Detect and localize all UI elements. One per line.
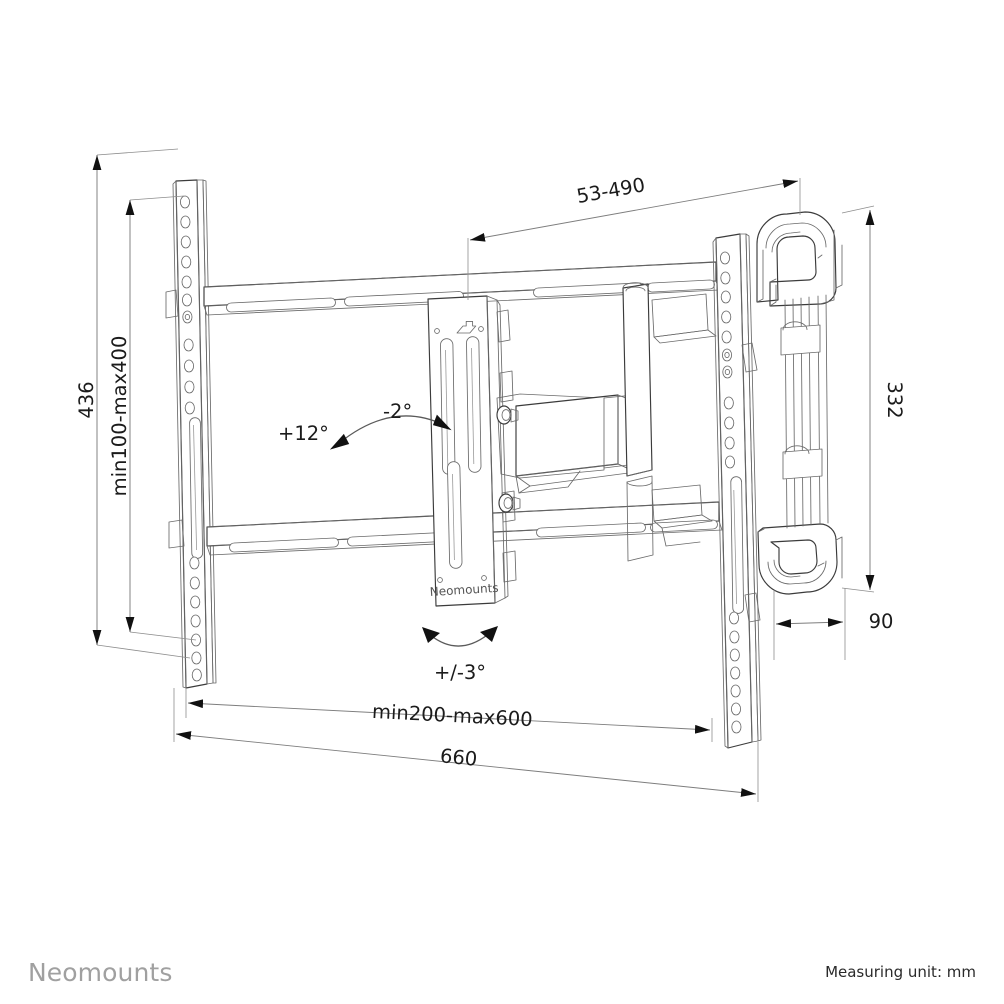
- dimension-overall-height: 436: [75, 148, 191, 659]
- dimension-label-vesa-height: min100-max400: [108, 336, 131, 497]
- up-arrow-icon: [456, 320, 477, 334]
- tilt-forward-label: +12°: [278, 422, 329, 445]
- plate-brand-label: Neomounts: [429, 581, 499, 599]
- display-hook-lower: [757, 523, 843, 595]
- left-plate-hole-group-mid: [183, 338, 195, 415]
- dimension-vesa-height: min100-max400: [108, 195, 197, 641]
- dimension-label-overall-height: 436: [75, 381, 98, 418]
- dimension-label-vesa-width: min200-max600: [371, 700, 533, 731]
- left-plate-hole-group-lower: [189, 556, 202, 682]
- pivot-bolt-upper: [496, 405, 519, 425]
- tilt-back-label: -2°: [383, 400, 412, 423]
- left-wall-plate: [165, 179, 217, 689]
- dimension-vesa-width: min200-max600: [185, 688, 713, 742]
- dimension-label-folded-depth: 90: [869, 610, 894, 633]
- upper-wall-rail: [203, 261, 720, 316]
- extension-arm-assembly: [496, 282, 717, 562]
- right-plate-hole-group-lower: [728, 611, 742, 734]
- swivel-label: +/-3°: [434, 661, 486, 684]
- swivel-angle-annotation: +/-3°: [422, 626, 498, 684]
- hook-joint-upper: [780, 321, 821, 356]
- dimension-label-depth-range: 53-490: [575, 173, 647, 208]
- pivot-bolt-lower: [498, 493, 521, 513]
- tilt-angle-annotation: +12° -2°: [278, 400, 452, 450]
- left-plate-hole-group-upper: [179, 195, 193, 324]
- dimension-plate-height: 332: [841, 205, 906, 593]
- center-vesa-plate: Neomounts: [427, 295, 517, 607]
- right-plate-hole-group-upper: [719, 251, 733, 379]
- display-hook-upper: [756, 211, 843, 307]
- dimension-label-overall-width: 660: [439, 744, 478, 771]
- dimension-overall-width: 660: [173, 688, 759, 802]
- right-plate-hole-group-mid: [723, 396, 736, 469]
- dimension-folded-depth: 90: [773, 588, 894, 660]
- right-display-plate: [712, 233, 762, 749]
- hook-joint-lower: [782, 445, 823, 480]
- dimension-label-plate-height: 332: [883, 381, 906, 418]
